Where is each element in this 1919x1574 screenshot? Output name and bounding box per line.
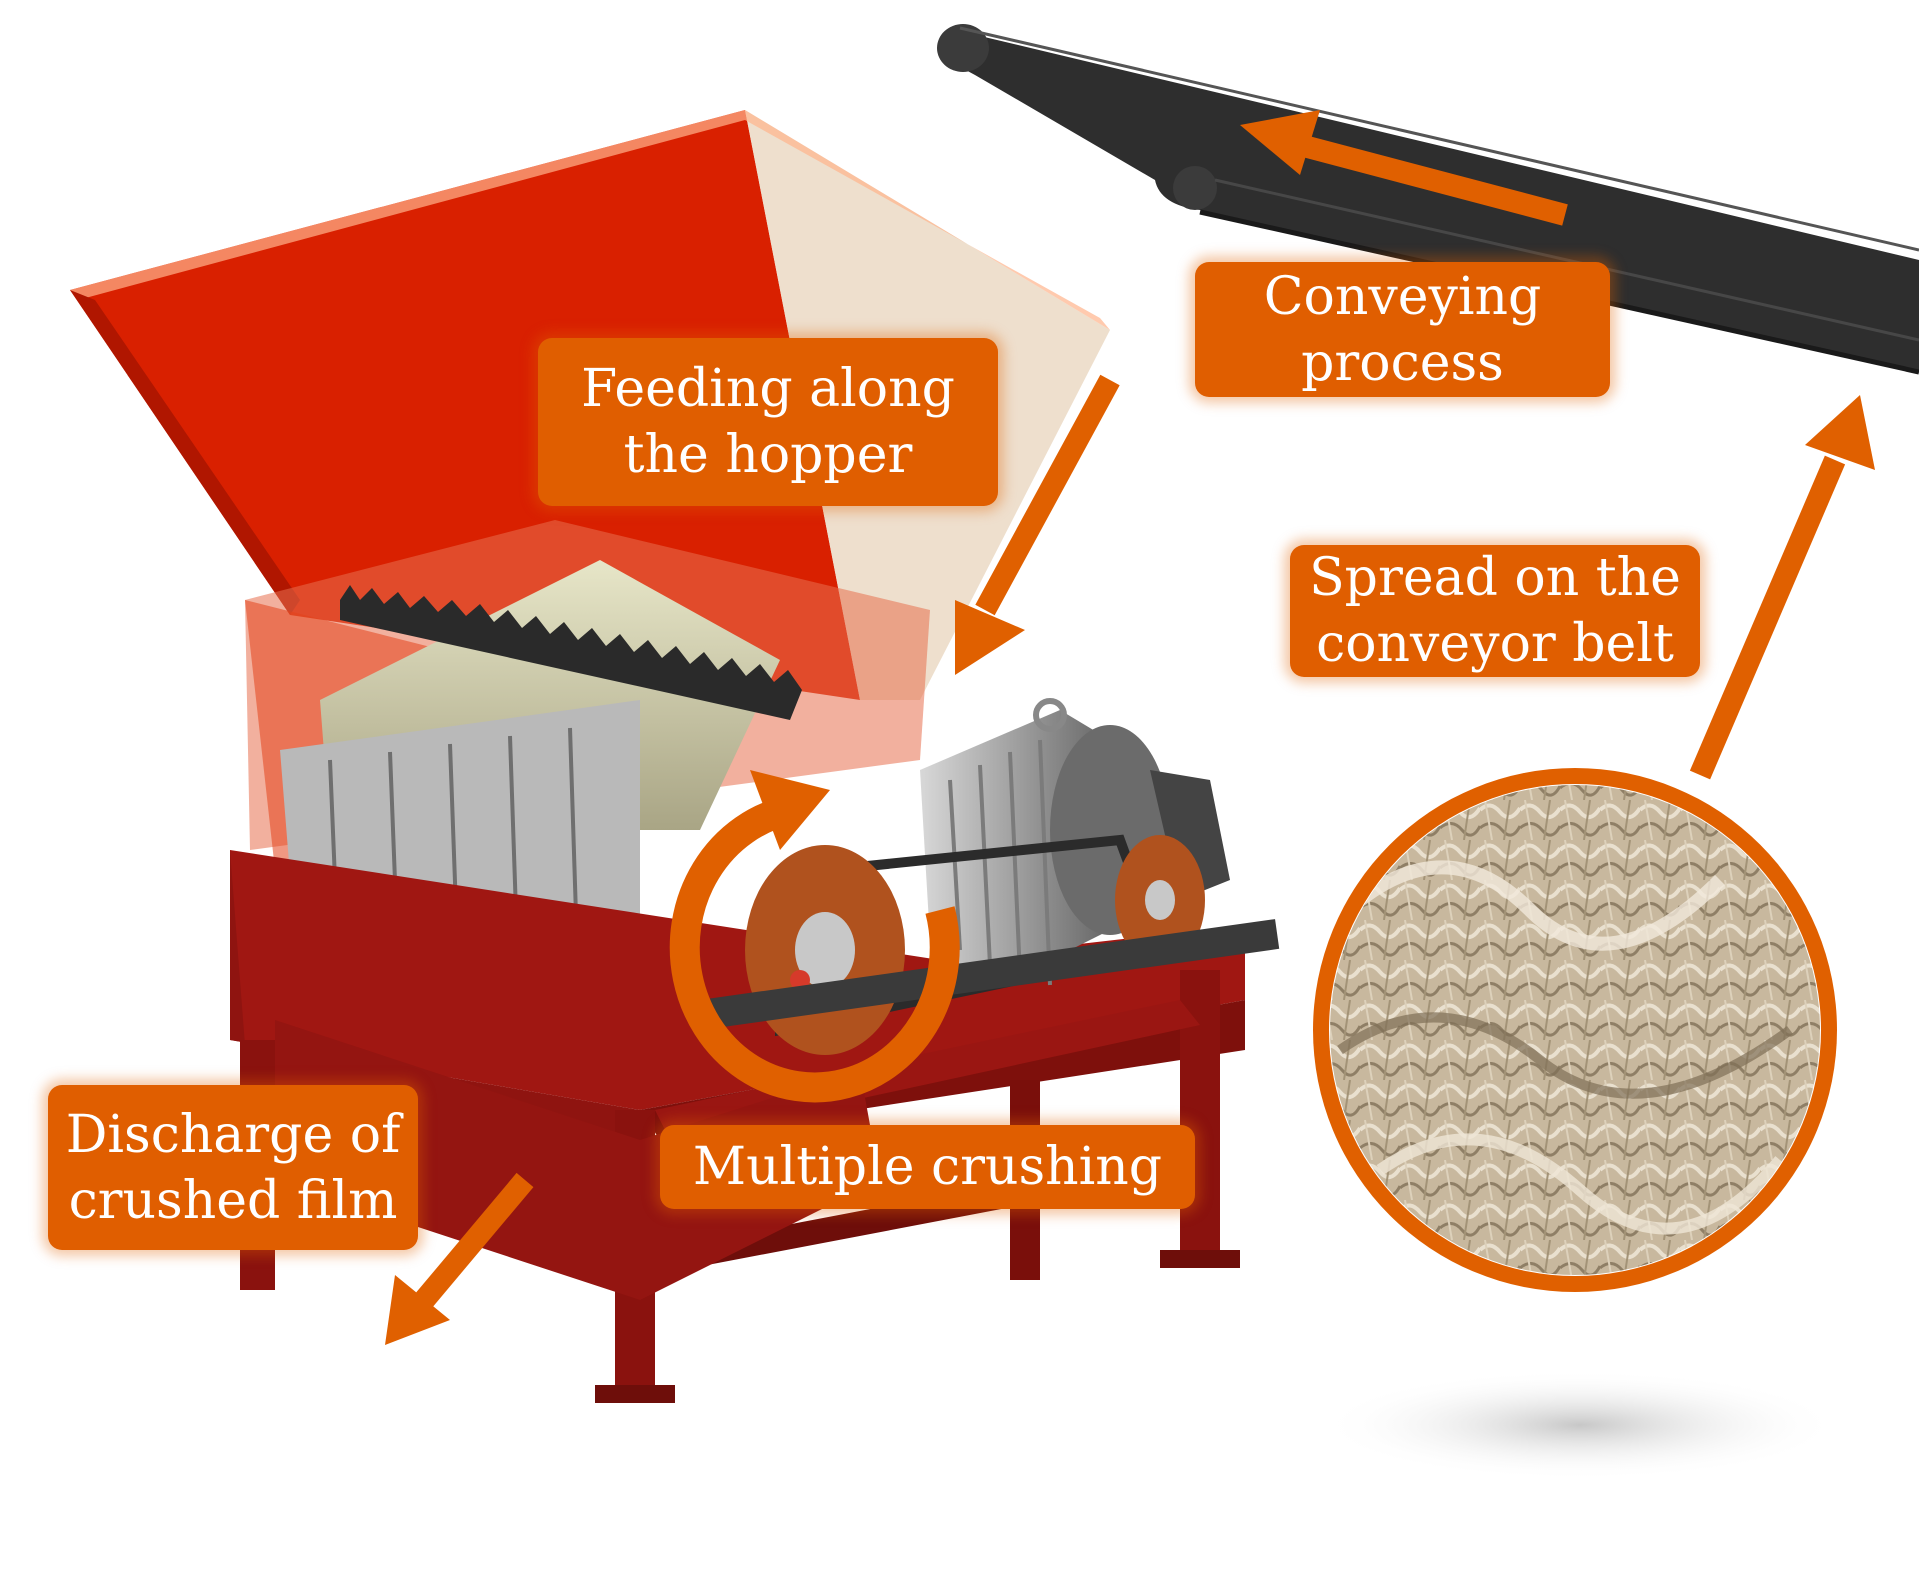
- conveyor-belt: [937, 24, 1919, 375]
- label-line: Feeding along: [581, 359, 955, 419]
- label-line: Discharge of: [65, 1104, 401, 1165]
- discharge-direction-arrow: [385, 1172, 534, 1345]
- label-line: the hopper: [623, 425, 913, 485]
- label-line: conveyor belt: [1316, 614, 1674, 674]
- belt-drive: [690, 834, 1280, 1055]
- label-spread-on-conveyor-belt: Spread on the conveyor belt: [1290, 545, 1700, 677]
- label-line: crushed film: [68, 1170, 398, 1231]
- label-conveying-process: Conveying process: [1195, 262, 1610, 397]
- label-line: Conveying: [1263, 266, 1542, 327]
- label-feeding-along-hopper: Feeding along the hopper: [538, 338, 998, 506]
- spread-direction-arrow: [1689, 395, 1875, 780]
- feeding-direction-arrow: [955, 374, 1120, 675]
- label-discharge-crushed-film: Discharge of crushed film: [48, 1085, 418, 1250]
- circle-shadow: [1320, 1370, 1840, 1480]
- conveying-direction-arrow: [1240, 110, 1568, 226]
- rotation-arrow-icon: [669, 770, 960, 1103]
- crushed-film-photo: [1313, 768, 1837, 1292]
- label-line: Multiple crushing: [692, 1137, 1163, 1197]
- label-multiple-crushing: Multiple crushing: [660, 1125, 1195, 1209]
- label-line: process: [1301, 332, 1504, 393]
- label-line: Spread on the: [1309, 548, 1681, 608]
